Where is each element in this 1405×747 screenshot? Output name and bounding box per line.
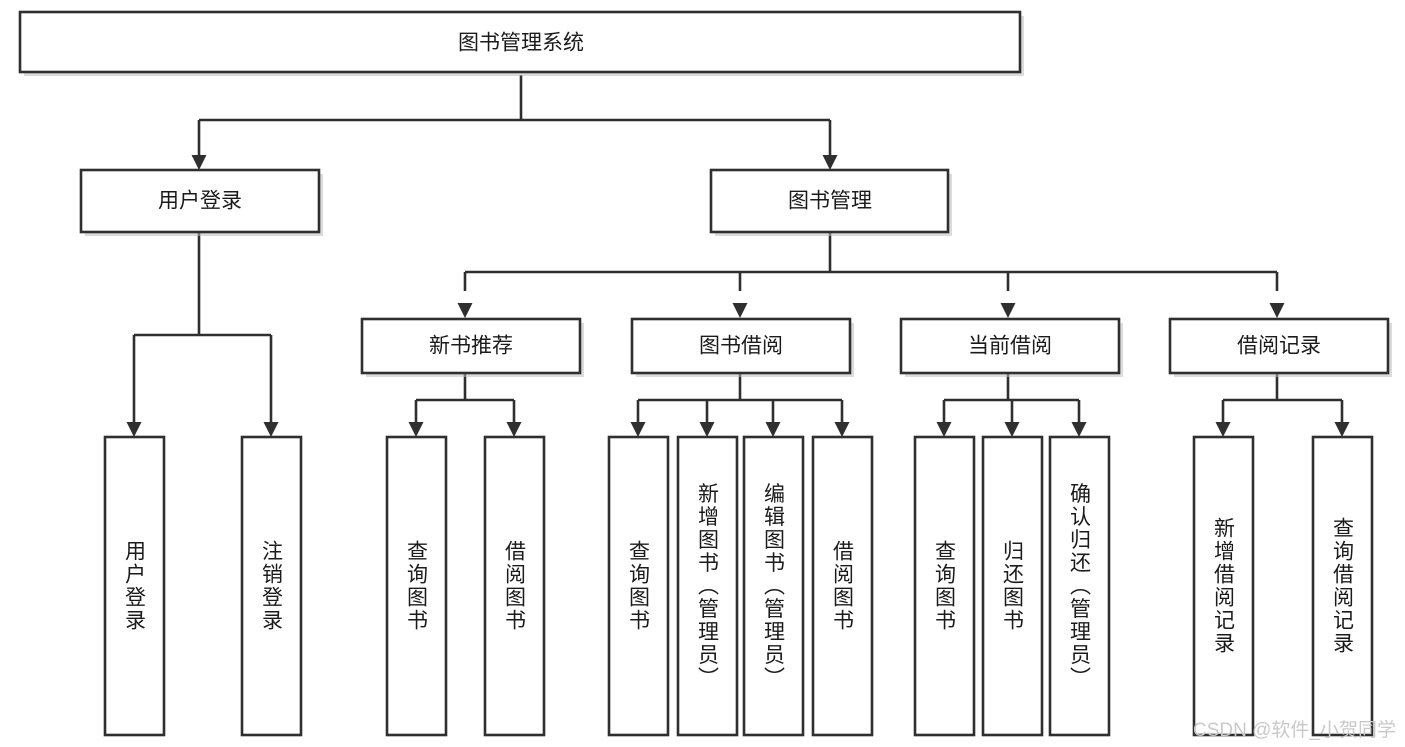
node-book-management[interactable]: 图书管理 [709, 168, 952, 236]
leaf-current-borrow-query-box[interactable] [913, 435, 976, 737]
leaf-book-borrow-add-label: 新增图书（管理员） [696, 483, 720, 690]
leaf-borrow-record-query-label: 查询借阅记录 [1331, 517, 1355, 655]
leaf-current-borrow-query-label: 查询图书 [933, 540, 957, 632]
arrow-leaf-cb-confirm-return [1071, 422, 1087, 437]
leaf-book-borrow-borrow-label: 借阅图书 [831, 540, 855, 632]
node-user-login-box[interactable] [79, 168, 321, 234]
arrow-leaf-nb-query-book [408, 422, 424, 437]
arrow-leaf-user-login [126, 422, 142, 437]
arrow-leaf-br-add-record [1215, 422, 1231, 437]
leaf-new-book-query-label: 查询图书 [405, 540, 429, 632]
leaf-book-borrow-edit-label: 编辑图书（管理员） [762, 483, 786, 690]
leaf-borrow-record-add-box[interactable] [1192, 435, 1255, 737]
node-book-management-box[interactable] [709, 168, 950, 234]
leaf-borrow-record-add-label: 新增借阅记录 [1212, 517, 1236, 655]
node-current-borrow-box[interactable] [899, 317, 1121, 375]
leaf-book-borrow-borrow-box[interactable] [811, 435, 874, 737]
leaf-new-book-query[interactable]: 查询图书 [385, 435, 448, 737]
arrow-to-new-book-recommend [457, 303, 473, 318]
leaf-current-borrow-return-box[interactable] [981, 435, 1044, 737]
node-borrow-record-label: 借阅记录 [1237, 335, 1321, 358]
node-book-borrow-label: 图书借阅 [699, 335, 783, 358]
leaf-book-borrow-edit-box[interactable] [742, 435, 805, 737]
leaf-current-borrow-confirm-label: 确认归还（管理员） [1068, 483, 1092, 690]
arrow-leaf-nb-borrow-book [506, 422, 522, 437]
leaf-book-borrow-query-box[interactable] [607, 435, 670, 737]
leaf-new-book-borrow[interactable]: 借阅图书 [483, 435, 546, 737]
leaf-borrow-record-query[interactable]: 查询借阅记录 [1311, 435, 1374, 737]
leaf-user-login-login[interactable]: 用户登录 [103, 435, 166, 737]
leaf-current-borrow-return-label: 归还图书 [1001, 540, 1025, 632]
node-book-borrow[interactable]: 图书借阅 [630, 317, 854, 377]
leaf-new-book-query-box[interactable] [385, 435, 448, 737]
leaf-borrow-record-query-box[interactable] [1311, 435, 1374, 737]
arrow-leaf-br-query-record [1334, 422, 1350, 437]
node-user-login[interactable]: 用户登录 [79, 168, 323, 236]
node-book-management-label: 图书管理 [788, 190, 872, 213]
leaf-book-borrow-edit[interactable]: 编辑图书（管理员） [742, 435, 805, 737]
leaf-user-login-logout-label: 注销登录 [260, 540, 284, 632]
arrow-to-user-login [191, 155, 207, 170]
leaf-user-login-logout-box[interactable] [240, 435, 303, 737]
node-new-book-recommend[interactable]: 新书推荐 [360, 317, 584, 377]
csdn-watermark: CSDN @软件_小贺同学 [1193, 719, 1396, 741]
leaf-book-borrow-query[interactable]: 查询图书 [607, 435, 670, 737]
leaf-borrow-record-add[interactable]: 新增借阅记录 [1192, 435, 1255, 737]
leaf-user-login-login-box[interactable] [103, 435, 166, 737]
leaf-user-login-logout[interactable]: 注销登录 [240, 435, 303, 737]
arrow-to-current-borrow [1000, 303, 1016, 318]
arrow-leaf-bb-edit-book [765, 422, 781, 437]
arrow-leaf-cb-query-book [936, 422, 952, 437]
node-root-label: 图书管理系统 [458, 32, 584, 55]
arrow-leaf-cb-return-book [1004, 422, 1020, 437]
node-new-book-recommend-label: 新书推荐 [429, 335, 513, 358]
leaf-book-borrow-borrow[interactable]: 借阅图书 [811, 435, 874, 737]
arrow-leaf-bb-add-book [699, 422, 715, 437]
arrow-to-book-management [822, 155, 838, 170]
node-borrow-record[interactable]: 借阅记录 [1168, 317, 1392, 377]
leaf-book-borrow-add[interactable]: 新增图书（管理员） [676, 435, 739, 737]
node-book-borrow-box[interactable] [630, 317, 852, 375]
leaf-new-book-borrow-label: 借阅图书 [503, 540, 527, 632]
arrow-leaf-logout [263, 422, 279, 437]
leaf-current-borrow-query[interactable]: 查询图书 [913, 435, 976, 737]
arrow-to-book-borrow [732, 303, 748, 318]
node-root-box[interactable] [18, 10, 1022, 74]
arrow-leaf-bb-query-book [630, 422, 646, 437]
leaf-current-borrow-confirm[interactable]: 确认归还（管理员） [1048, 435, 1111, 737]
leaf-book-borrow-add-box[interactable] [676, 435, 739, 737]
node-new-book-recommend-box[interactable] [360, 317, 582, 375]
connector-layer [126, 75, 1350, 437]
leaf-book-borrow-query-label: 查询图书 [627, 540, 651, 632]
arrow-to-borrow-record [1269, 303, 1285, 318]
node-user-login-label: 用户登录 [158, 190, 242, 213]
node-current-borrow-label: 当前借阅 [968, 335, 1052, 358]
node-borrow-record-box[interactable] [1168, 317, 1390, 375]
leaf-new-book-borrow-box[interactable] [483, 435, 546, 737]
leaf-user-login-login-label: 用户登录 [123, 540, 147, 632]
leaf-current-borrow-return[interactable]: 归还图书 [981, 435, 1044, 737]
node-current-borrow[interactable]: 当前借阅 [899, 317, 1123, 377]
leaf-current-borrow-confirm-box[interactable] [1048, 435, 1111, 737]
node-root[interactable]: 图书管理系统 [18, 10, 1024, 76]
arrow-leaf-bb-borrow-book [834, 422, 850, 437]
